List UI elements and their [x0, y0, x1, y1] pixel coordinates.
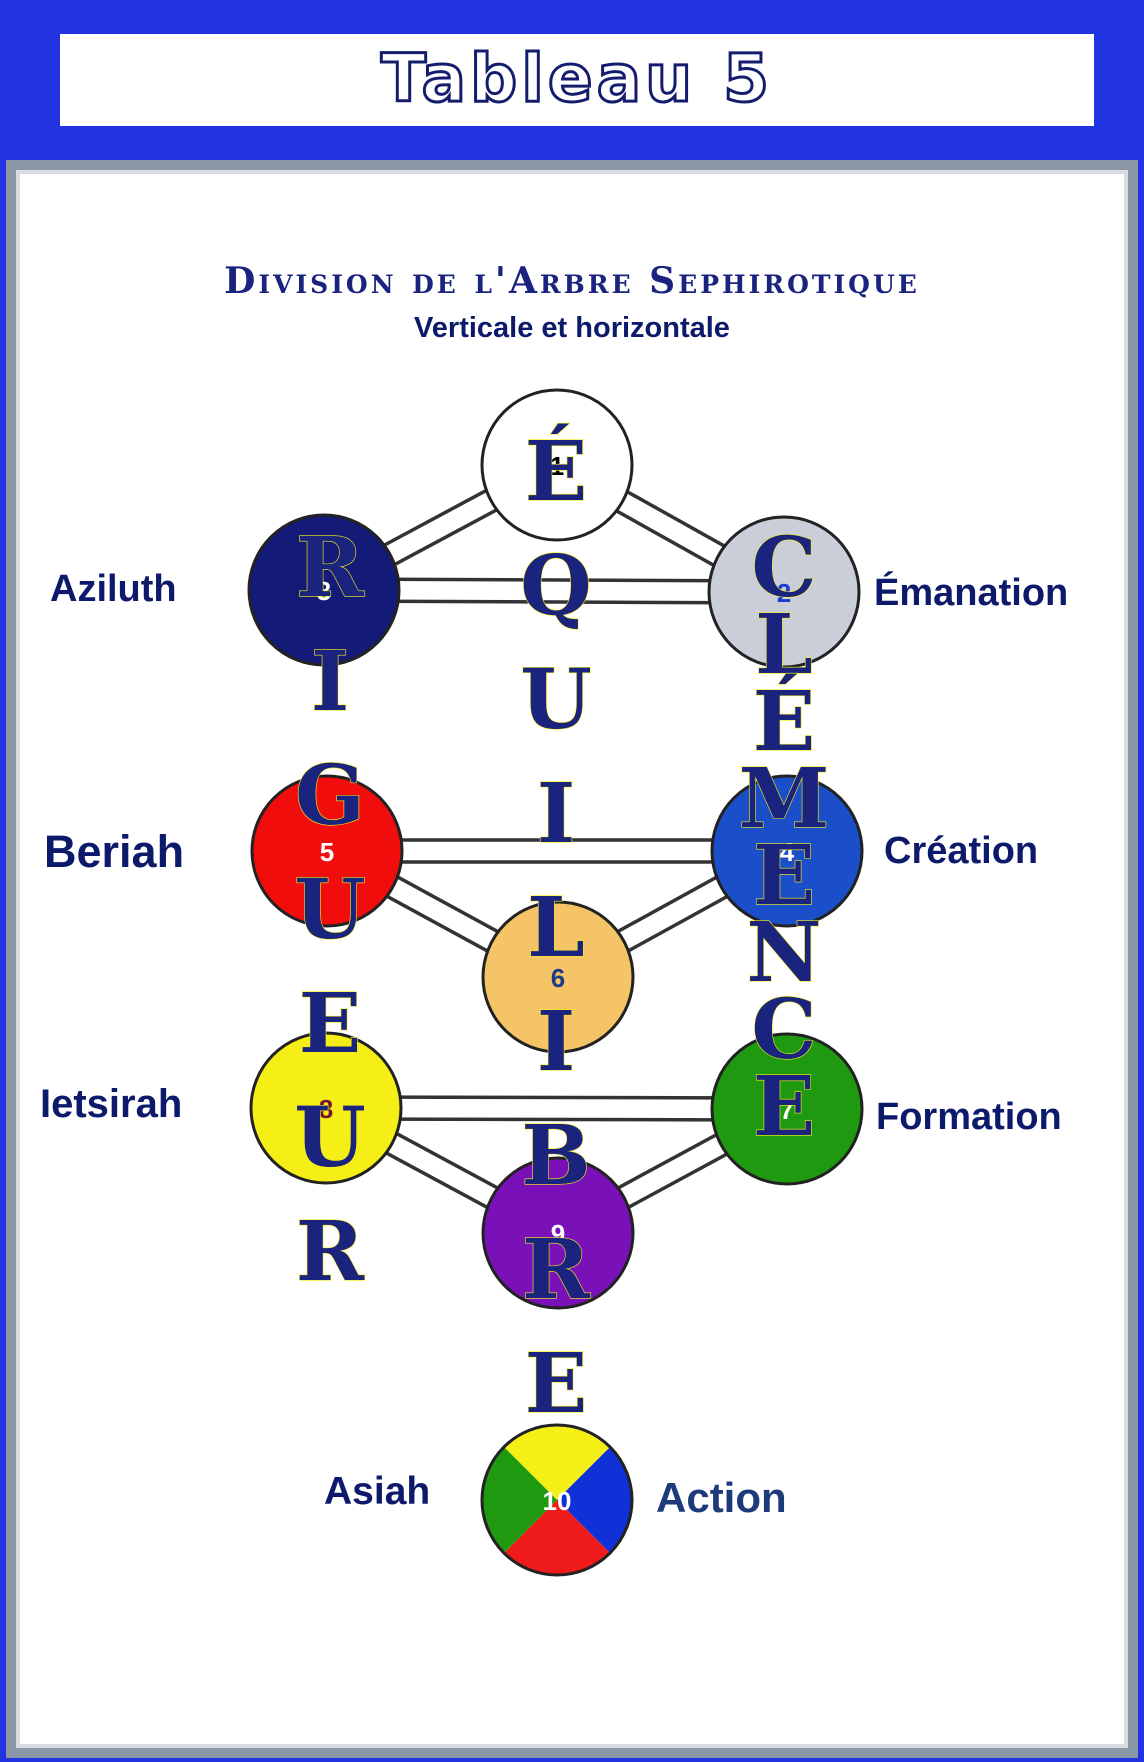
world-label-creation: Création [884, 830, 1039, 872]
world-label-asiah: Asiah [324, 1470, 431, 1513]
pillar-center-letter-7: R [522, 1222, 591, 1318]
page-title: Tableau 5 [379, 39, 774, 119]
sephira-nodes [247, 388, 864, 1577]
sephira-5 [250, 774, 404, 928]
sephira-4 [710, 774, 864, 928]
pillar-left-letter-4: E [299, 976, 362, 1072]
pillar-center-letter-3: I [537, 766, 575, 862]
sephira-3 [247, 513, 401, 667]
pillar-left-letter-1: I [311, 634, 349, 730]
diagram-title: Division de l'Arbre Sephirotique [224, 260, 920, 302]
sephira-number-3: 3 [317, 576, 331, 606]
pillar-left-letter-5: U [294, 1090, 366, 1186]
sephira-8 [249, 1031, 403, 1185]
sephira-number-4: 4 [780, 837, 795, 867]
pillar-center-letter-4: L [527, 880, 585, 976]
sephira-number-6: 6 [551, 963, 565, 993]
sephira-1 [480, 388, 634, 542]
pillar-right-letter-5: N [747, 905, 822, 1001]
pillar-left-letter-3: U [294, 862, 366, 958]
pillar-center-letter-2: U [520, 652, 592, 748]
sephira-number-8: 8 [319, 1094, 333, 1124]
sephira-number-5: 5 [320, 837, 334, 867]
sephira-number-2: 2 [777, 578, 791, 608]
sephira-7 [710, 1032, 864, 1186]
path-4-5 [327, 838, 787, 864]
pillar-right-letter-2: É [753, 673, 816, 770]
sephira-numbers: 1 2 3 4 5 6 7 8 9 10 [317, 451, 795, 1516]
sephira-number-9: 9 [551, 1219, 565, 1249]
path-2-3 [323, 577, 785, 605]
pillar-right-letter-3: M [739, 751, 830, 847]
pillar-right-letter-7: E [753, 1059, 816, 1155]
world-label-emanation: Émanation [874, 572, 1069, 614]
world-label-formation: Formation [876, 1096, 1062, 1138]
pillar-center-letter-6: B [521, 1108, 590, 1204]
sephira-6 [481, 900, 635, 1054]
pillar-left-letter-2: G [295, 748, 365, 844]
pillar-right-letter-1: L [755, 597, 813, 693]
pillar-right-letter-0: C [751, 520, 816, 616]
path-7-8 [325, 1095, 788, 1122]
sephira-number-1: 1 [550, 451, 564, 481]
sephira-10 [480, 1423, 634, 1577]
pillar-center-letter-5: I [537, 994, 575, 1090]
pillar-left-letter-0: R [296, 520, 365, 616]
pillar-right-letter-4: E [753, 828, 816, 924]
pillar-center-letter-1: Q [520, 538, 591, 634]
title-banner: Tableau 5 [60, 34, 1094, 126]
world-label-aziluth: Aziluth [50, 568, 177, 610]
sephira-2 [707, 515, 861, 669]
pillar-left-letter-6: R [296, 1204, 365, 1300]
sephira-number-7: 7 [780, 1095, 794, 1125]
world-label-ietsirah: Ietsirah [40, 1082, 183, 1126]
sephira-9 [481, 1156, 635, 1310]
pillar-center-letter-0: É [525, 423, 588, 520]
world-label-beriah: Beriah [44, 826, 185, 877]
pillar-center-letter-8: E [525, 1336, 588, 1432]
sephira-number-10: 10 [543, 1486, 572, 1516]
world-label-action: Action [656, 1474, 787, 1521]
diagram-subtitle: Verticale et horizontale [414, 312, 730, 344]
pillar-right-letter-6: C [751, 982, 816, 1078]
